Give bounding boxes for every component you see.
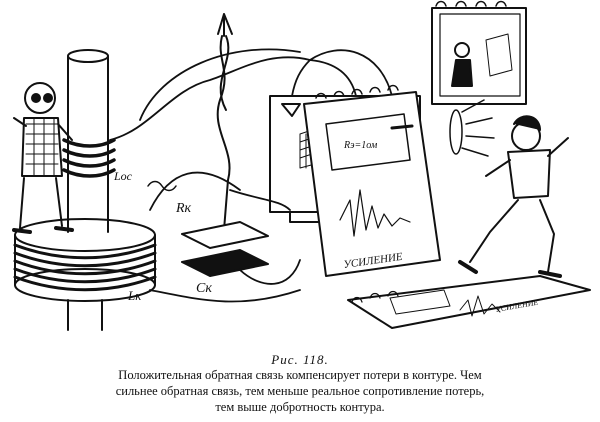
caption-line-1: Положительная обратная связь компенсируе… [118,368,482,382]
figure-number: Рис. 118. [271,352,329,367]
label-l-oc: Lос [113,169,133,183]
amplification-sheet [303,84,441,277]
label-l-k: Lк [127,288,142,303]
light-beams [449,99,495,157]
label-c-k: Cк [196,281,212,296]
figure-caption: Рис. 118. Положительная обратная связь к… [0,352,600,422]
label-r-e: Rэ=1ом [343,140,378,151]
antenna [216,13,233,231]
boy-left [12,82,74,234]
hanging-picture [431,0,527,105]
caption-line-2: сильнее обратная связь, тем меньше реаль… [115,384,485,398]
floor-sheet [347,275,591,329]
feedback-coil-tube [62,49,116,233]
caption-line-3: тем выше добротность контура. [215,400,385,414]
circuit-wires [109,48,393,303]
boy-right [458,115,569,278]
capacitor [181,221,269,277]
coil-spool [13,218,157,331]
illustration: Lос Rк Cк Lк Rэ=1ом УСИЛЕНИЕ УСИЛЕНИЕ [12,0,591,331]
label-r-k: Rк [175,201,192,216]
resistor-rk [147,180,177,192]
